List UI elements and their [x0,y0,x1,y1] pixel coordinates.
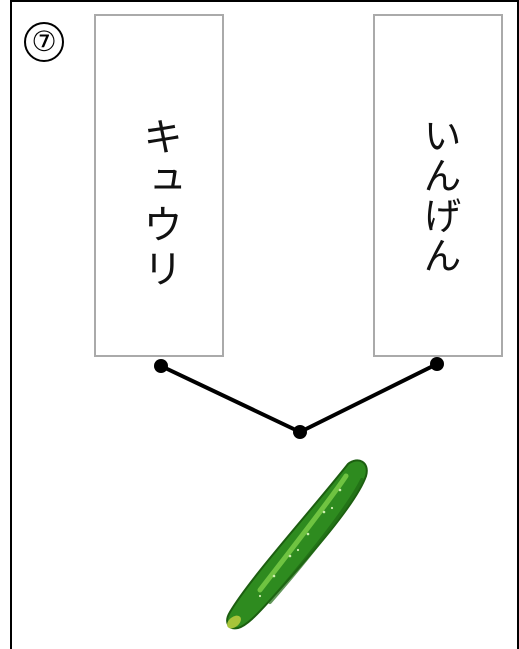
word-right-label: いんげん [416,116,461,276]
word-box-left[interactable]: キュウリ [94,14,224,357]
question-number-badge: ⑦ [24,22,64,62]
question-number: ⑦ [31,25,57,58]
word-left-label: キュウリ [136,116,182,292]
cucumber-icon [226,459,368,630]
word-box-right[interactable]: いんげん [373,14,503,357]
